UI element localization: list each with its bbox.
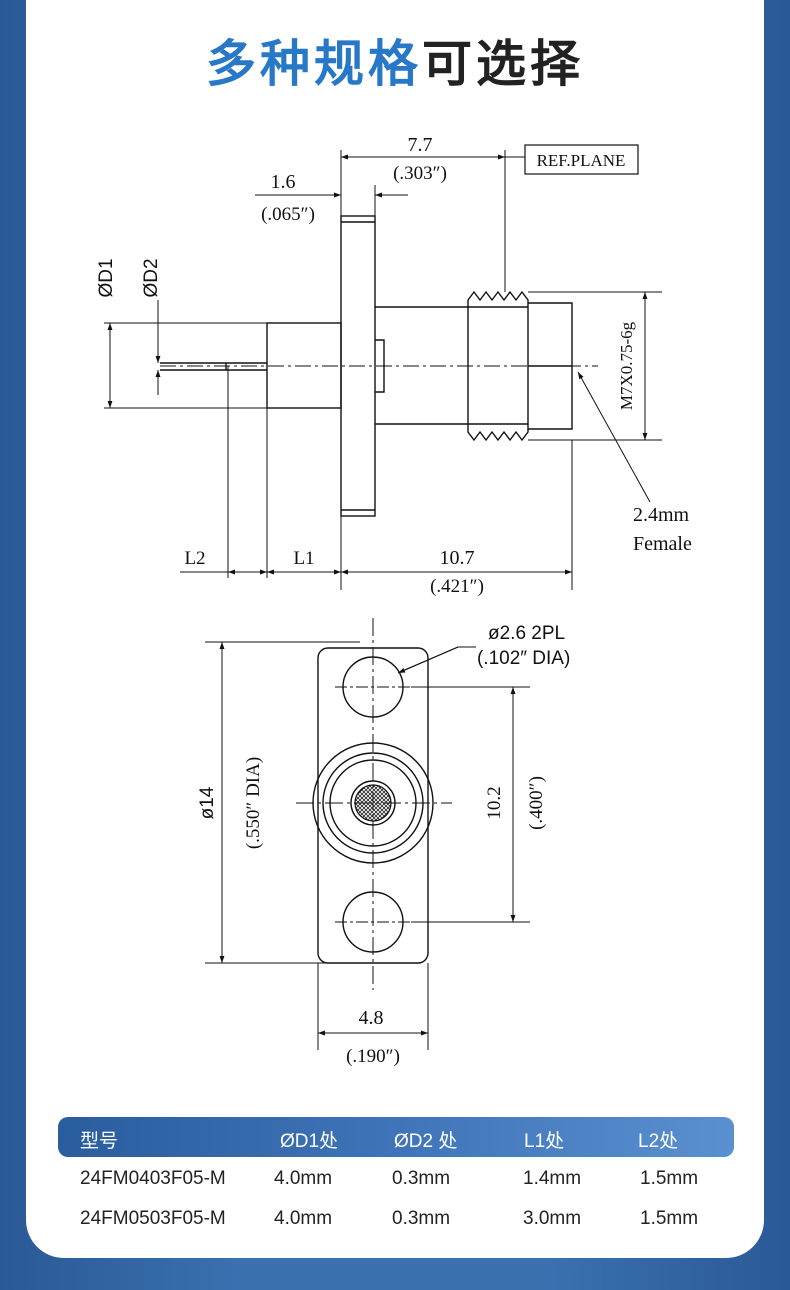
row2-d1: 4.0mm bbox=[274, 1208, 333, 1229]
dim-flange: 1.6 bbox=[271, 171, 296, 193]
dim-body: 10.7 bbox=[440, 547, 475, 569]
dim-overall: 7.7 bbox=[408, 134, 433, 156]
spec-table-header: 型号 ØD1处 ØD2 处 L1处 L2处 bbox=[58, 1117, 734, 1157]
front-view-labels: ø2.6 2PL (.102″ DIA) ø14 (.550″ DIA) 10.… bbox=[197, 623, 570, 1067]
content-card bbox=[26, 0, 764, 1258]
thread-label: M7X0.75-6g bbox=[617, 321, 636, 410]
header-d2: ØD2 处 bbox=[394, 1131, 458, 1152]
row2-l1: 3.0mm bbox=[523, 1208, 582, 1229]
row2-model: 24FM0503F05-M bbox=[80, 1208, 226, 1229]
label-l2: L2 bbox=[184, 548, 205, 569]
header-d1: ØD1处 bbox=[280, 1131, 339, 1152]
row2-l2: 1.5mm bbox=[640, 1208, 699, 1229]
row2-d2: 0.3mm bbox=[392, 1208, 451, 1229]
label-d1: ØD1 bbox=[96, 258, 117, 297]
dim-overall-inch: (.303″) bbox=[393, 163, 447, 184]
row1-l2: 1.5mm bbox=[640, 1168, 699, 1189]
dim-flange-inch: (.065″) bbox=[261, 204, 315, 225]
technical-drawing: 7.7 (.303″) REF.PLANE 1.6 (.065″) ØD1 ØD… bbox=[96, 134, 692, 1067]
dia-dim: ø14 bbox=[197, 786, 218, 819]
hole-dim: ø2.6 2PL bbox=[488, 623, 565, 644]
front-view bbox=[205, 618, 530, 1050]
row1-d1: 4.0mm bbox=[274, 1168, 333, 1189]
row1-l1: 1.4mm bbox=[523, 1168, 582, 1189]
width-dim: 4.8 bbox=[359, 1007, 384, 1029]
header-l2: L2处 bbox=[638, 1131, 679, 1152]
side-view bbox=[104, 144, 662, 590]
page-title-rest: 可选择 bbox=[422, 35, 584, 93]
row1-d2: 0.3mm bbox=[392, 1168, 451, 1189]
connector-gender: Female bbox=[633, 533, 692, 555]
hole-spacing-inch: (.400″) bbox=[526, 776, 547, 830]
page-title-highlight: 多种规格 bbox=[206, 35, 422, 93]
connector-size: 2.4mm bbox=[633, 504, 690, 526]
label-l1: L1 bbox=[293, 548, 314, 569]
header-l1: L1处 bbox=[524, 1131, 565, 1152]
dia-dim-inch: (.550″ DIA) bbox=[243, 757, 264, 849]
page-title: 多种规格可选择 bbox=[0, 24, 790, 96]
hole-dim-inch: (.102″ DIA) bbox=[477, 648, 570, 669]
dim-body-inch: (.421″) bbox=[430, 576, 484, 597]
ref-plane-label: REF.PLANE bbox=[537, 151, 626, 170]
hole-spacing: 10.2 bbox=[484, 786, 505, 819]
row1-model: 24FM0403F05-M bbox=[80, 1168, 226, 1189]
side-view-labels: 7.7 (.303″) REF.PLANE 1.6 (.065″) ØD1 ØD… bbox=[96, 134, 692, 597]
width-dim-inch: (.190″) bbox=[346, 1046, 400, 1067]
label-d2: ØD2 bbox=[141, 258, 162, 297]
header-model: 型号 bbox=[80, 1131, 119, 1152]
